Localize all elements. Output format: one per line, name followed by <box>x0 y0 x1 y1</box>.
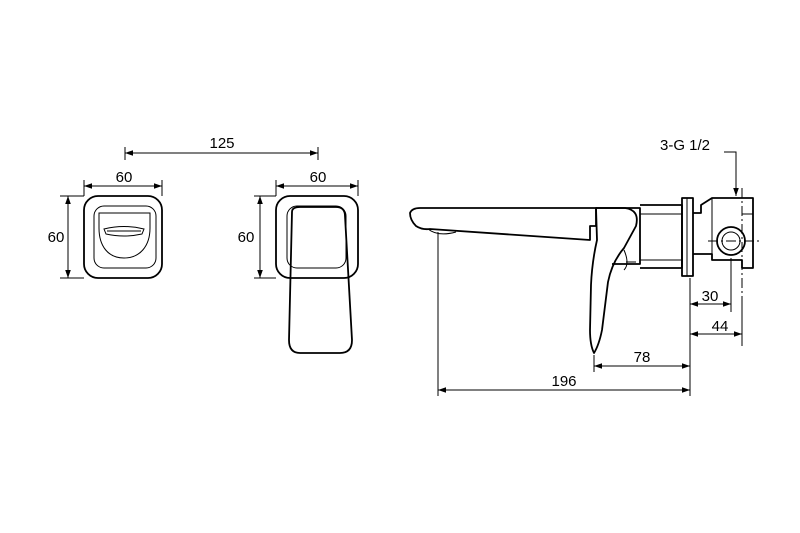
dimension-spout-plate-width: 60 <box>83 169 163 196</box>
aerator-icon <box>103 226 145 237</box>
dim-label-44: 44 <box>712 318 729 335</box>
dimension-spout-plate-height: 60 <box>48 195 84 279</box>
dimension-handle-plate-width: 60 <box>275 169 359 196</box>
spout-plate-inner <box>93 205 157 269</box>
dim-label-handle-width: 60 <box>310 169 327 186</box>
dim-label-spout-width: 60 <box>116 169 133 186</box>
dim-label-thread: 3-G 1/2 <box>660 137 710 154</box>
dimension-handle-reach: 78 <box>593 349 690 372</box>
dimension-spacing: 125 <box>124 135 319 160</box>
dimension-spout-reach: 196 <box>437 232 691 396</box>
spout-outlet-lip <box>427 228 457 235</box>
handle-plate-inner <box>286 205 347 269</box>
in-wall-body <box>693 197 754 269</box>
spout-outlet-shape <box>98 212 151 259</box>
handle-plate-outer <box>275 195 359 279</box>
dim-label-spout-height: 60 <box>48 229 65 246</box>
spout-plate-outer <box>83 195 163 279</box>
dim-label-196: 196 <box>551 373 576 390</box>
dimension-depth-44: 44 <box>690 300 743 346</box>
lever-side <box>589 207 638 354</box>
dim-label-spacing: 125 <box>209 135 234 152</box>
dim-label-30: 30 <box>702 288 719 305</box>
dimension-handle-plate-height: 60 <box>238 195 276 279</box>
dim-label-78: 78 <box>634 349 651 366</box>
dimension-thread: 3-G 1/2 <box>660 137 739 196</box>
dim-label-handle-height: 60 <box>238 229 255 246</box>
handle-plate-front-view <box>275 195 359 354</box>
lever-handle <box>288 206 353 354</box>
faucet-side-view <box>409 188 760 354</box>
dimension-depth-30: 30 <box>689 258 732 366</box>
spout-plate-front-view <box>83 195 163 279</box>
